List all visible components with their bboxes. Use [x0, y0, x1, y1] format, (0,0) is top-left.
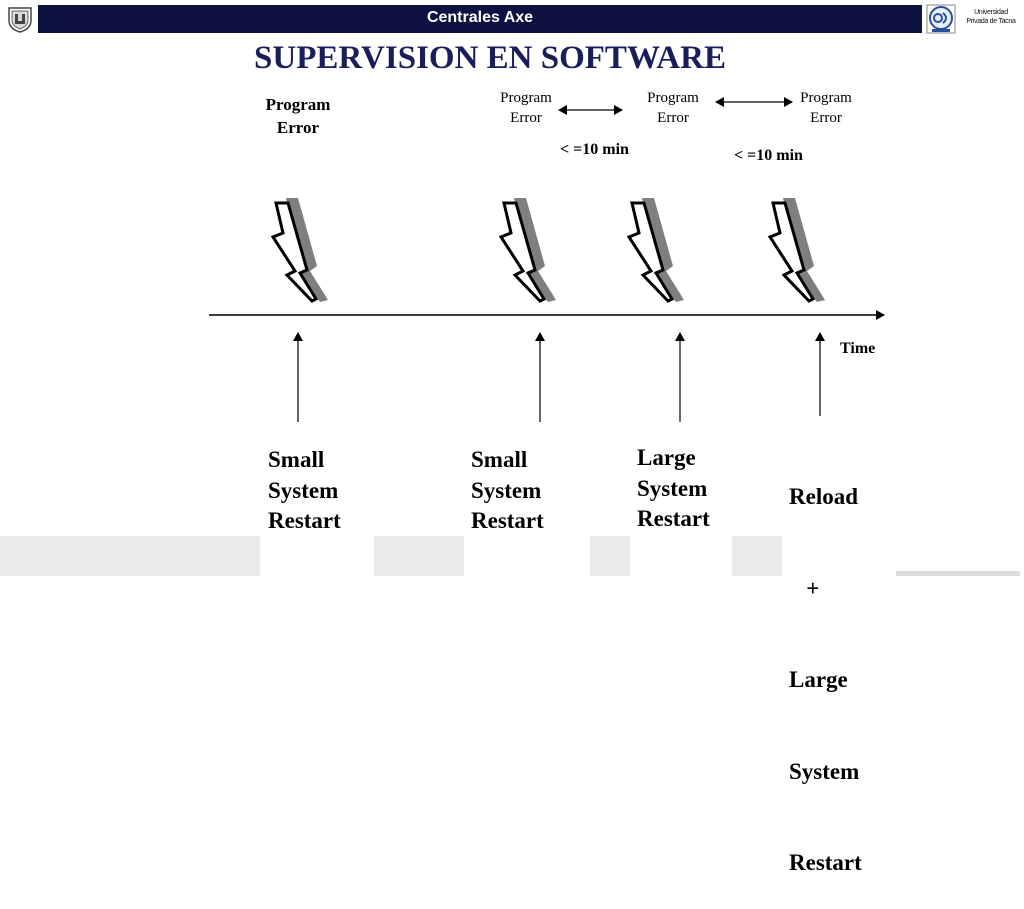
restart-line: Large: [789, 667, 848, 692]
restart-line: Restart: [268, 508, 341, 533]
restart-line: Restart: [789, 850, 862, 875]
interval-label-1: < =10 min: [560, 141, 629, 158]
slide-title: SUPERVISION EN SOFTWARE: [254, 40, 726, 76]
program-error-line2: Error: [657, 110, 689, 126]
program-error-label-1: Program Error: [248, 93, 348, 139]
header-title: Centrales Axe: [426, 9, 534, 26]
program-error-line1: Program: [265, 95, 331, 114]
program-error-line1: Program: [800, 90, 852, 106]
restart-line: Large: [637, 445, 696, 470]
restart-line: System: [268, 477, 339, 503]
restart-line: Reload: [789, 484, 858, 509]
restart-line: Small: [471, 447, 528, 472]
restart-label-1: Small System Restart: [268, 445, 341, 537]
restart-line: Small: [268, 447, 325, 472]
lightning-bolt-icon: [271, 196, 330, 304]
header-bar: Centrales Axe: [38, 5, 922, 33]
lightning-bolt-icon: [627, 196, 686, 304]
footer-block: [732, 536, 782, 576]
restart-label-3: Large System Restart: [637, 443, 710, 535]
program-error-line2: Error: [276, 118, 320, 137]
program-error-label-4: Program Error: [786, 88, 866, 128]
interval-label-2: < =10 min: [734, 147, 803, 164]
restart-line: Restart: [471, 508, 544, 533]
program-error-line1: Program: [647, 90, 699, 106]
program-error-line2: Error: [510, 110, 542, 126]
restart-line: System: [637, 475, 708, 501]
footer-block: [590, 536, 630, 576]
restart-label-2: Small System Restart: [471, 445, 544, 537]
program-error-line1: Program: [500, 90, 552, 106]
restart-line: System: [471, 477, 542, 503]
lightning-bolt-icon: [768, 196, 827, 304]
university-shield-icon: [6, 5, 34, 33]
footer-block: [896, 571, 1020, 576]
university-logo-icon: [926, 4, 956, 34]
time-axis-label: Time: [840, 340, 876, 357]
footer-block: [374, 536, 464, 576]
restart-line: System: [789, 758, 860, 784]
university-name: Universidad Privada de Tacna: [958, 8, 1024, 26]
university-name-line2: Privada de Tacna: [966, 18, 1016, 25]
restart-line: Restart: [637, 506, 710, 531]
lightning-bolt-icon: [499, 196, 558, 304]
program-error-label-3: Program Error: [633, 88, 713, 128]
program-error-label-2: Program Error: [486, 88, 566, 128]
timeline-diagram: [209, 97, 885, 422]
restart-label-4: Reload + Large System Restart: [789, 421, 862, 909]
university-name-line1: Universidad: [974, 9, 1008, 16]
restart-line: +: [789, 575, 820, 601]
program-error-line2: Error: [810, 110, 842, 126]
footer-block: [0, 536, 260, 576]
